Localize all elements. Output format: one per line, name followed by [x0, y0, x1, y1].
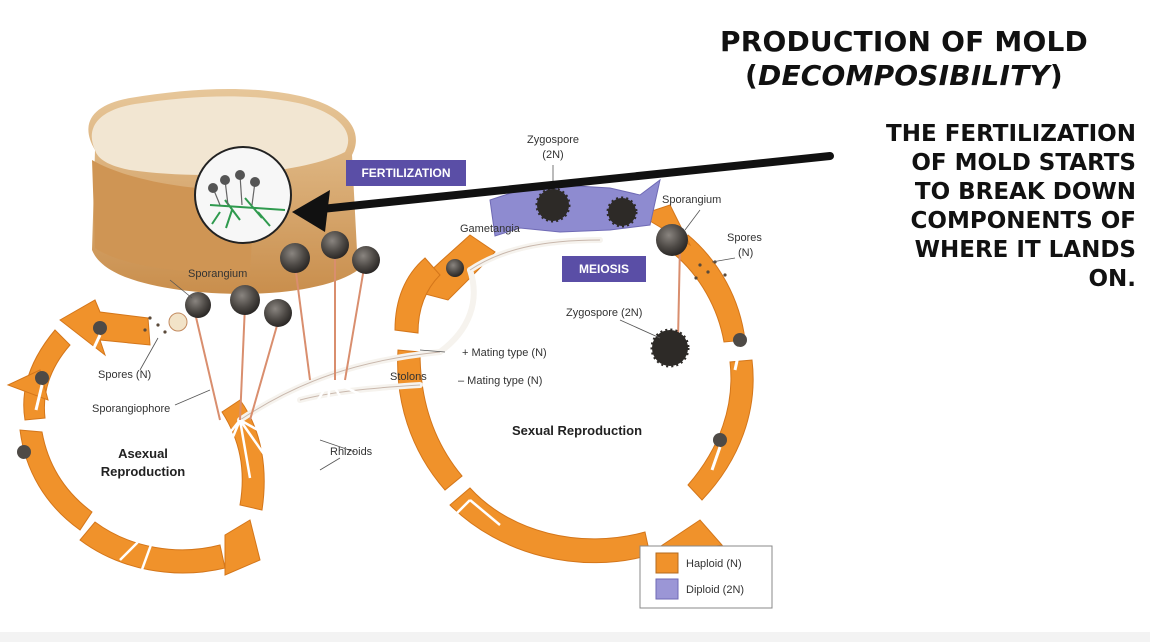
pointer-arrow — [292, 152, 834, 232]
legend-haploid-label: Haploid (N) — [686, 558, 742, 570]
label-mating-minus: – Mating type (N) — [458, 375, 542, 387]
label-zygospore-top-ploidy: (2N) — [542, 149, 563, 161]
label-zygospore-mid: Zygospore (2N) — [566, 307, 642, 319]
label-sporangium-right: Sporangium — [662, 194, 721, 206]
legend: Haploid (N) Diploid (2N) — [639, 545, 773, 609]
legend-haploid-swatch — [655, 552, 679, 574]
note-line: TO BREAK DOWN — [914, 179, 1136, 205]
title-paren-open: ( — [745, 59, 758, 92]
label-gametangia: Gametangia — [460, 223, 521, 235]
sporangia — [168, 187, 690, 368]
label-mating-plus: + Mating type (N) — [462, 347, 547, 359]
title-paren-close: ) — [1049, 59, 1063, 92]
note-line: COMPONENTS OF — [910, 208, 1136, 234]
label-rhizoids: Rhizoids — [330, 446, 373, 458]
legend-diploid-label: Diploid (2N) — [686, 584, 744, 596]
note-line: WHERE IT LANDS — [914, 237, 1136, 263]
note-line: ON. — [1088, 266, 1136, 292]
title-decomposibility: DECOMPOSIBILITY — [758, 59, 1050, 92]
note-line: THE FERTILIZATION — [886, 121, 1136, 147]
note-line: OF MOLD STARTS — [911, 150, 1136, 176]
label-spores-right: Spores — [727, 232, 762, 244]
fertilization-note: THE FERTILIZATION OF MOLD STARTS TO BREA… — [836, 120, 1136, 294]
label-sexual-reproduction: Sexual Reproduction — [512, 423, 642, 438]
label-asexual-line2: Reproduction — [101, 464, 186, 479]
slide-title-line2: (DECOMPOSIBILITY) — [745, 60, 1063, 92]
legend-diploid-swatch — [655, 578, 679, 600]
sporangiophores — [191, 244, 681, 421]
bottom-strip — [0, 632, 1150, 642]
label-spores-right-ploidy: (N) — [738, 247, 753, 259]
sexual-cycle-arrows — [394, 204, 754, 564]
label-leaders — [139, 165, 736, 471]
spore-scatter — [143, 260, 727, 334]
label-spores-left: Spores (N) — [98, 369, 151, 381]
slide-title-line1: PRODUCTION OF MOLD — [720, 25, 1088, 58]
mold-magnifier-circle — [194, 146, 292, 244]
fertilization-badge-label: FERTILIZATION — [361, 166, 450, 180]
label-zygospore-top: Zygospore — [527, 134, 579, 146]
meiosis-badge: MEIOSIS — [562, 256, 646, 282]
label-sporangiophore: Sporangiophore — [92, 403, 170, 415]
rhizoids — [119, 378, 501, 576]
germinating-spores — [17, 321, 747, 486]
label-stolons: Stolons — [390, 371, 427, 383]
label-sporangium-left: Sporangium — [188, 268, 247, 280]
label-asexual-line1: Asexual — [118, 446, 168, 461]
fertilization-badge: FERTILIZATION — [346, 160, 466, 186]
meiosis-badge-label: MEIOSIS — [579, 262, 629, 276]
